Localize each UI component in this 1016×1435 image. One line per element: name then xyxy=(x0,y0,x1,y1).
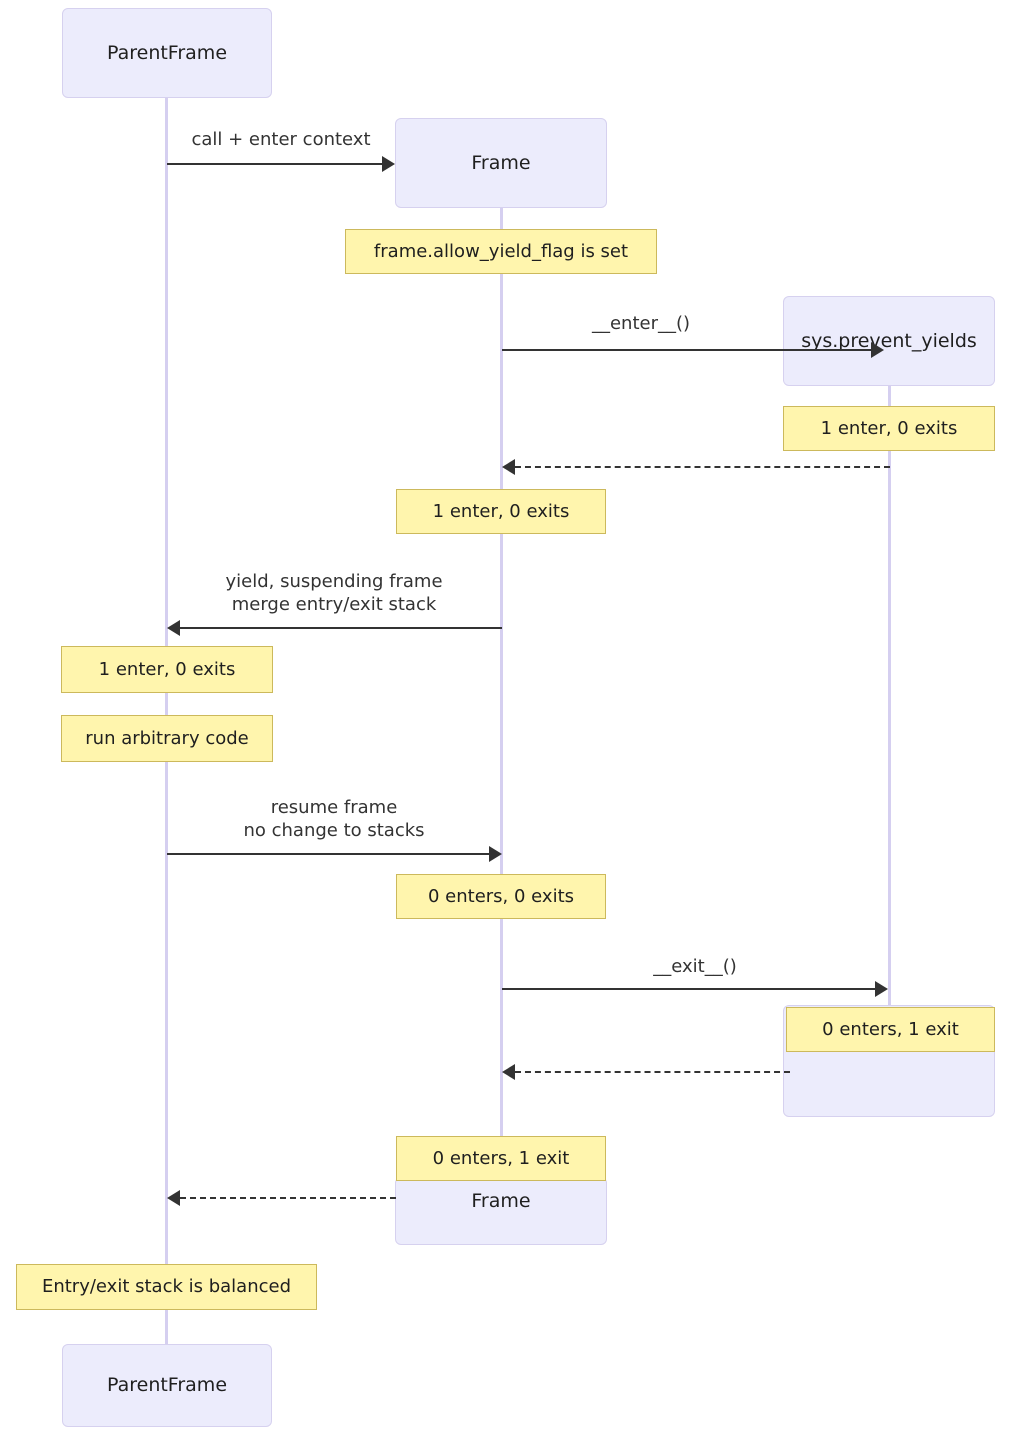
message-label: __enter__() xyxy=(591,313,691,334)
participant-label: sys.prevent_yields xyxy=(801,329,977,352)
arrowhead-left-icon xyxy=(167,620,180,636)
note-text: 1 enter, 0 exits xyxy=(432,500,570,522)
message-label: resume frame no change to stacks xyxy=(243,797,425,842)
message-line xyxy=(167,853,490,855)
note-text: 0 enters, 0 exits xyxy=(427,885,575,907)
message-line xyxy=(515,466,890,468)
message-label: call + enter context xyxy=(191,129,371,150)
note-text: 0 enters, 1 exit xyxy=(432,1147,570,1169)
note-text: 0 enters, 1 exit xyxy=(822,1018,959,1040)
arrowhead-right-icon xyxy=(875,981,888,997)
message-line xyxy=(515,1071,790,1073)
arrowhead-right-icon xyxy=(382,156,395,172)
arrowhead-left-icon xyxy=(167,1190,180,1206)
note-run-arbitrary-code: run arbitrary code xyxy=(61,715,273,762)
message-line xyxy=(180,627,502,629)
message-label: yield, suspending frame merge entry/exit… xyxy=(225,571,443,616)
message-line xyxy=(167,163,383,165)
message-line xyxy=(502,349,872,351)
note-sys-enter-count: 1 enter, 0 exits xyxy=(783,406,995,451)
note-stack-balanced: Entry/exit stack is balanced xyxy=(16,1264,317,1310)
arrowhead-right-icon xyxy=(489,846,502,862)
message-line xyxy=(180,1197,396,1199)
message-line xyxy=(502,988,876,990)
lifeline-sys-prevent-yields xyxy=(888,386,891,1006)
note-text: frame.allow_yield_flag is set xyxy=(373,240,629,262)
arrowhead-left-icon xyxy=(502,1064,515,1080)
participant-parentframe-top[interactable]: ParentFrame xyxy=(62,8,272,98)
arrowhead-left-icon xyxy=(502,459,515,475)
arrowhead-right-icon xyxy=(871,342,884,358)
participant-sys-prevent-yields-top[interactable]: sys.prevent_yields xyxy=(783,296,995,386)
participant-label: ParentFrame xyxy=(106,1374,228,1396)
note-frame-enter-count: 1 enter, 0 exits xyxy=(396,489,606,534)
note-parent-enter-count: 1 enter, 0 exits xyxy=(61,646,273,693)
message-label: __exit__() xyxy=(653,956,737,977)
note-text: run arbitrary code xyxy=(85,727,249,749)
note-text: Entry/exit stack is balanced xyxy=(41,1276,292,1297)
participant-label: ParentFrame xyxy=(106,41,228,64)
note-sys-exit-count: 0 enters, 1 exit xyxy=(786,1007,995,1052)
note-frame-exit-count: 0 enters, 1 exit xyxy=(396,1136,606,1181)
note-text: 1 enter, 0 exits xyxy=(820,417,958,439)
note-text: 1 enter, 0 exits xyxy=(98,658,236,680)
note-allow-yield-flag: frame.allow_yield_flag is set xyxy=(345,229,657,274)
note-frame-zero-counts: 0 enters, 0 exits xyxy=(396,874,606,919)
participant-label: Frame xyxy=(471,151,531,174)
participant-label: Frame xyxy=(471,1190,531,1212)
participant-parentframe-bottom[interactable]: ParentFrame xyxy=(62,1344,272,1427)
participant-frame-top[interactable]: Frame xyxy=(395,118,607,208)
participant-frame-bottom[interactable]: Frame xyxy=(395,1177,607,1245)
lifeline-frame xyxy=(500,208,503,1178)
